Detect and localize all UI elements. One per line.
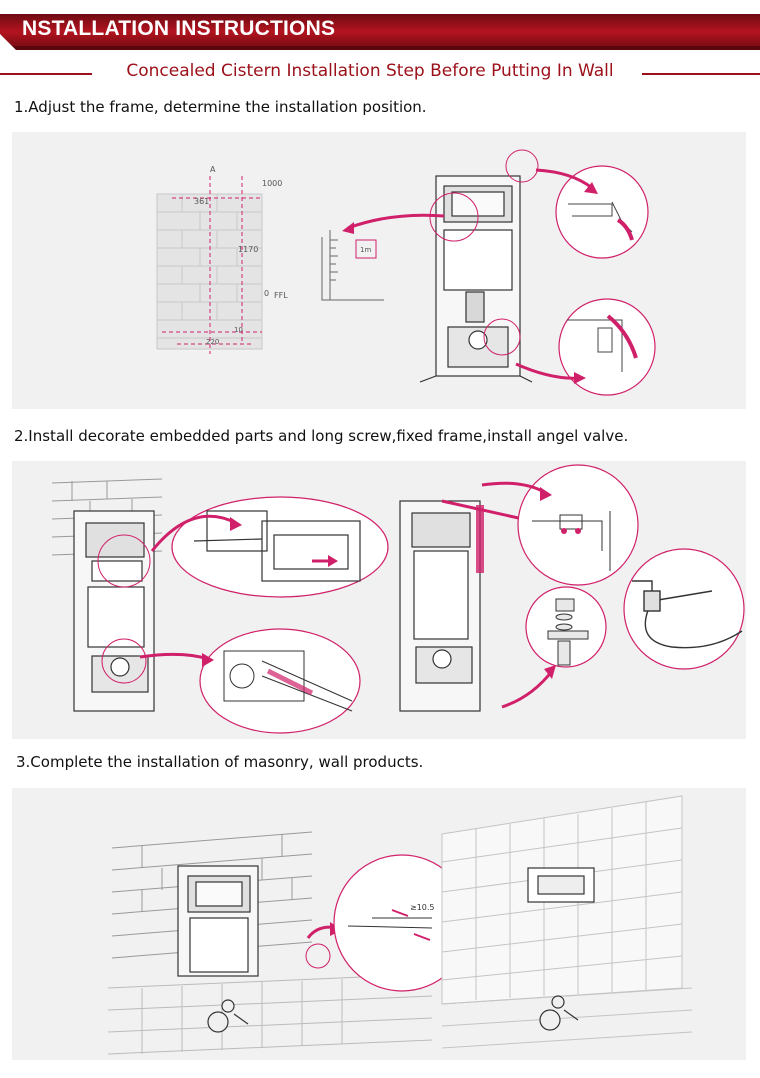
subtitle-rule-right	[642, 73, 760, 75]
header-notch	[0, 34, 16, 50]
dim-label-1000: 1000	[262, 179, 282, 188]
detail-flush-plate	[171, 496, 389, 598]
dimension-lines	[162, 176, 262, 354]
subtitle-row: Concealed Cistern Installation Step Befo…	[0, 58, 760, 88]
tiled-floor-right	[441, 987, 693, 1049]
step-1-illustration: A 361 1000 1170 0 FFL 10 220 1m	[12, 132, 746, 409]
dim-label-zero: 0	[264, 289, 269, 298]
page-title: NSTALLATION INSTRUCTIONS	[22, 17, 336, 40]
subtitle-rule-left	[0, 73, 92, 75]
zoom-ring-top-left	[429, 192, 479, 242]
header-band	[0, 14, 760, 46]
detail-bracket-bottom	[558, 298, 656, 396]
cistern-frame-left	[73, 510, 155, 712]
subtitle: Concealed Cistern Installation Step Befo…	[126, 61, 614, 81]
zoom-ring-top-right	[505, 149, 539, 183]
step-3-title: 3.Complete the installation of masonry, …	[16, 753, 424, 771]
dim-label-10: 10	[234, 326, 243, 334]
zoom-ring-tile-gap	[305, 943, 331, 969]
header-band-shadow	[0, 46, 760, 50]
step-2-illustration	[12, 461, 746, 739]
cistern-frame	[419, 175, 533, 383]
dim-label-1170: 1170	[238, 245, 258, 254]
gap-label: ≥10.5	[410, 903, 435, 912]
dim-label-ffl: FFL	[274, 291, 288, 300]
step-2-title: 2.Install decorate embedded parts and lo…	[14, 427, 629, 445]
zoom-ring-plate	[97, 534, 151, 588]
step-3-illustration: ≥10.5	[12, 788, 746, 1060]
dim-label-a: A	[210, 165, 216, 174]
tiled-floor-left	[107, 973, 433, 1055]
step-1-title: 1.Adjust the frame, determine the instal…	[14, 98, 427, 116]
detail-wall-anchor	[517, 464, 639, 586]
detail-angle-valve	[623, 548, 745, 670]
dim-label-220: 220	[206, 338, 219, 346]
detail-long-screw	[199, 628, 361, 734]
ruler-label-1m: 1m	[360, 246, 371, 254]
step-3-drawing: ≥10.5	[107, 795, 693, 1055]
dim-label-361: 361	[194, 197, 209, 206]
flush-plate	[527, 867, 595, 903]
step-2-drawing	[51, 464, 745, 734]
cistern-frame	[177, 865, 259, 977]
ruler-detail	[321, 230, 384, 301]
step-1-drawing: A 361 1000 1170 0 FFL 10 220 1m	[156, 149, 656, 396]
zoom-ring-valve	[101, 638, 147, 684]
header-bar: NSTALLATION INSTRUCTIONS	[0, 14, 760, 50]
detail-bracket-top	[555, 165, 649, 259]
zoom-ring-bottom	[483, 318, 521, 356]
cistern-frame-right	[399, 500, 481, 712]
